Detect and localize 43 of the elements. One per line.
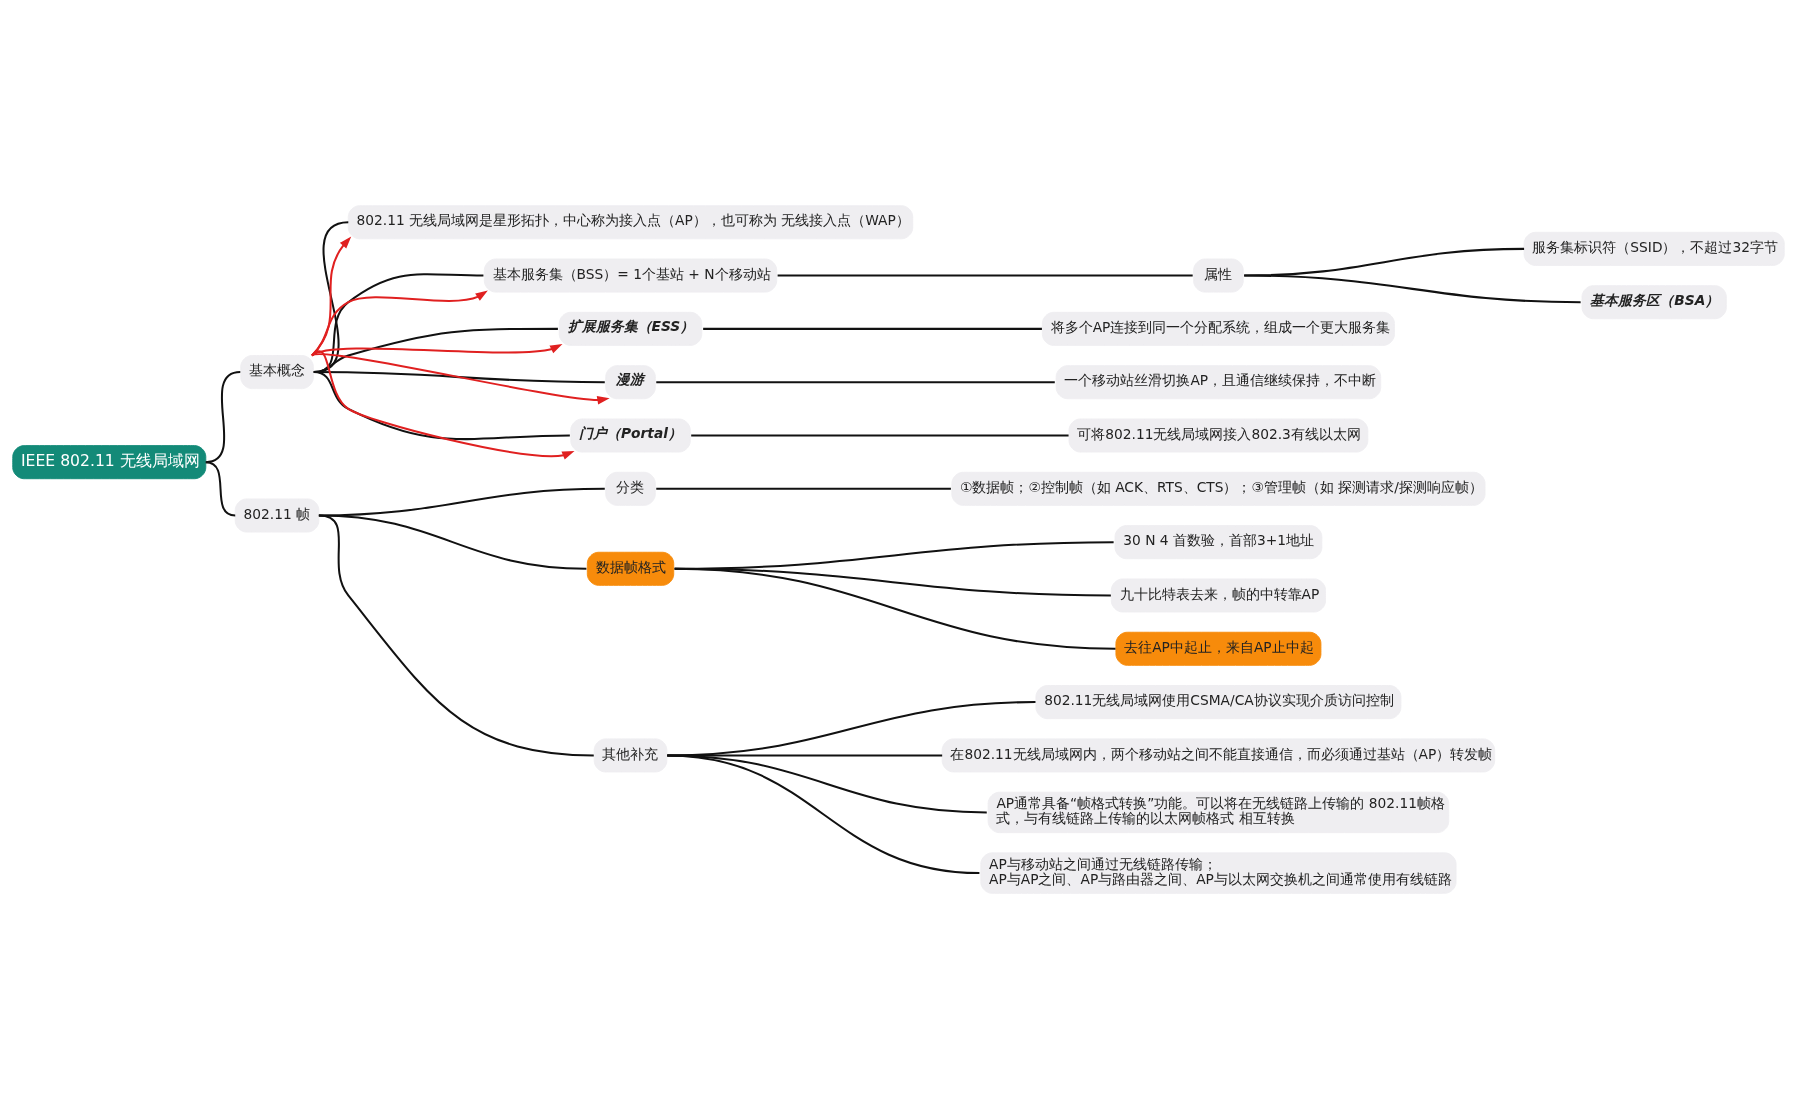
node-box: 基本概念 bbox=[240, 355, 314, 390]
node-box: 服务集标识符（SSID），不超过32字节 bbox=[1523, 231, 1785, 266]
connector bbox=[674, 567, 1116, 650]
node-box: 802.11 帧 bbox=[234, 498, 320, 533]
node-box: 数据帧格式 bbox=[586, 551, 675, 586]
connector bbox=[1244, 274, 1581, 304]
arrow bbox=[311, 353, 610, 405]
node-box: 将多个AP连接到同一个分配系统，组成一个更大服务集 bbox=[1041, 311, 1395, 346]
node-box: AP与移动站之间通过无线链路传输； AP与AP之间、AP与路由器之间、AP与以太网交换机之间通常使用有线链路 bbox=[980, 852, 1457, 894]
node-box: ①数据帧；②控制帧（如 ACK、RTS、CTS）；③管理帧（如 探测请求/探测响应帧） bbox=[951, 471, 1486, 506]
node-box: 去往AP中起止，来自AP止中起 bbox=[1115, 631, 1322, 666]
node-box: 漫游 bbox=[605, 365, 656, 400]
node-box: 九十比特表去来，帧的中转靠AP bbox=[1110, 578, 1326, 613]
connector bbox=[703, 327, 1042, 330]
node-box: 在802.11无线局域网内，两个移动站之间不能直接通信，而必须通过基站（AP）转发帧 bbox=[941, 738, 1496, 773]
node-box: 可将802.11无线局域网接入802.3有线以太网 bbox=[1068, 418, 1369, 453]
node-box: 30 N 4 首数验，首部3+1地址 bbox=[1114, 525, 1323, 560]
node-box: 扩展服务集（ESS） bbox=[558, 311, 703, 346]
node-box: AP通常具备“帧格式转换”功能。可以将在无线链路上传输的 802.11帧格式，与有线链路上传输的以太网帧格式 相互转换 bbox=[987, 791, 1450, 834]
connector bbox=[313, 371, 570, 441]
arrow bbox=[311, 290, 488, 357]
connector bbox=[667, 754, 980, 875]
connector bbox=[318, 487, 605, 517]
node-box: 一个移动站丝滑切换AP，且通信继续保持，不中断 bbox=[1055, 365, 1382, 400]
arrow bbox=[311, 236, 352, 357]
connector bbox=[318, 514, 594, 757]
arrow bbox=[311, 350, 575, 460]
connector bbox=[205, 461, 236, 517]
connector bbox=[656, 487, 951, 490]
connector bbox=[667, 754, 987, 814]
connector bbox=[313, 221, 349, 374]
node-box: 基本服务区（BSA） bbox=[1581, 285, 1727, 320]
node-box: 属性 bbox=[1193, 258, 1244, 293]
node-box: IEEE 802.11 无线局域网 bbox=[12, 445, 207, 480]
node-box: 门户（Portal） bbox=[570, 418, 691, 453]
node-box: 802.11 无线局域网是星形拓扑，中心称为接入点（AP），也可称为 无线接入点（WAP） bbox=[347, 205, 914, 240]
node-box: 其他补充 bbox=[593, 738, 668, 773]
connector bbox=[777, 274, 1193, 277]
node-box: 基本服务集（BSS）= 1个基站 + N个移动站 bbox=[483, 258, 778, 293]
node-box: 802.11无线局域网使用CSMA/CA协议实现介质访问控制 bbox=[1035, 685, 1402, 720]
connector bbox=[656, 381, 1055, 384]
node-box: 分类 bbox=[605, 471, 656, 506]
connector bbox=[691, 434, 1069, 437]
